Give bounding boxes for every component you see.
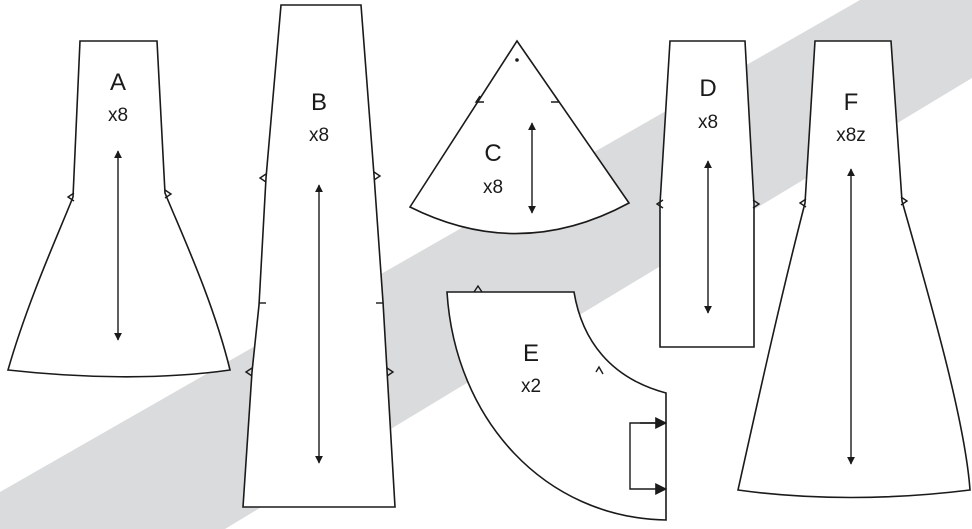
piece-f-notch-right bbox=[900, 196, 909, 206]
piece-b-notch-left-low bbox=[244, 367, 253, 377]
piece-e-outline bbox=[446, 291, 667, 521]
piece-e-notch-curve bbox=[595, 365, 604, 375]
piece-d-quantity: x8 bbox=[698, 112, 718, 133]
piece-f-letter: F bbox=[844, 89, 859, 116]
piece-d-notch-left bbox=[655, 199, 664, 209]
piece-f: F x8z bbox=[737, 40, 971, 499]
piece-b-notch-left-top bbox=[258, 173, 267, 183]
piece-e-notch-top bbox=[473, 284, 483, 293]
piece-d-letter: D bbox=[699, 75, 716, 102]
piece-a-notch-right bbox=[164, 189, 173, 199]
piece-b-notch-right-low bbox=[386, 367, 395, 377]
piece-e: E x2 bbox=[446, 284, 668, 521]
piece-c-letter: C bbox=[484, 140, 501, 167]
piece-e-quantity: x2 bbox=[521, 376, 541, 397]
piece-a: A x8 bbox=[6, 40, 231, 378]
piece-b-letter: B bbox=[311, 89, 327, 116]
piece-f-quantity: x8z bbox=[836, 125, 866, 146]
piece-d: D x8 bbox=[655, 40, 761, 348]
piece-b: B x8 bbox=[242, 4, 396, 508]
piece-a-notch-left bbox=[66, 192, 75, 202]
piece-c-notch-right bbox=[551, 95, 561, 103]
piece-e-letter: E bbox=[523, 340, 539, 367]
piece-c: C x8 bbox=[408, 39, 631, 235]
piece-c-dot bbox=[515, 58, 519, 62]
piece-b-quantity: x8 bbox=[309, 125, 329, 146]
piece-a-letter: A bbox=[110, 69, 126, 96]
piece-c-quantity: x8 bbox=[483, 177, 503, 198]
piece-d-notch-right bbox=[752, 199, 761, 209]
piece-a-quantity: x8 bbox=[108, 105, 128, 126]
piece-c-notch-left bbox=[474, 95, 484, 103]
piece-f-notch-left bbox=[798, 198, 807, 208]
piece-b-notch-right-top bbox=[373, 171, 382, 181]
piece-c-outline bbox=[408, 39, 631, 235]
